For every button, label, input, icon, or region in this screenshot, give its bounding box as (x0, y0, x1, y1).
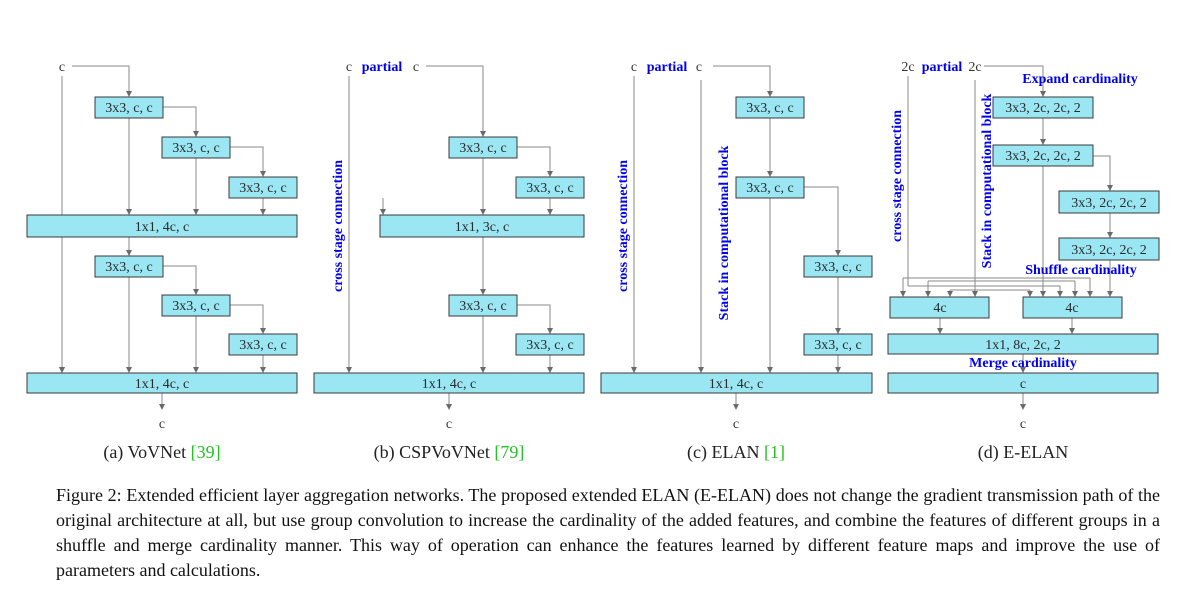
panel-a-block-3: 3x3, c, c (239, 181, 286, 196)
panel-b-input-left: c (346, 60, 352, 75)
panel-b-block-3: 3x3, c, c (459, 299, 506, 314)
panel-d-block-1: 3x3, 2c, 2c, 2 (1005, 101, 1080, 116)
panel-d-group-2: 4c (1065, 301, 1078, 316)
panel-b-transition-1: 1x1, 3c, c (455, 220, 509, 235)
panel-b-block-1: 3x3, c, c (459, 141, 506, 156)
panel-c-block-2: 3x3, c, c (746, 181, 793, 196)
panel-d-expand-label: Expand cardinality (1022, 72, 1138, 87)
panel-b-input-right: c (413, 60, 419, 75)
panel-c-block-4: 3x3, c, c (814, 338, 861, 353)
panel-c-elan: c partial c cross stage connection Stack… (600, 60, 873, 463)
panel-c-reference-link[interactable]: [1] (764, 442, 785, 462)
panel-b-cspvovnet: c partial c cross stage connection 3x3, … (313, 60, 585, 463)
panel-d-input-left: 2c (901, 60, 914, 75)
panel-d-cross-stage-label: cross stage connection (890, 110, 905, 242)
panel-b-reference-link[interactable]: [79] (494, 442, 524, 462)
panel-a-block-4: 3x3, c, c (105, 260, 152, 275)
panel-d-e-elan: 2c partial 2c Expand cardinality cross s… (887, 60, 1160, 463)
panel-d-transition-2: c (1020, 377, 1026, 392)
panel-c-input-right: c (696, 60, 702, 75)
panel-a-transition-2: 1x1, 4c, c (135, 377, 189, 392)
panel-d-transition-1: 1x1, 8c, 2c, 2 (985, 338, 1060, 353)
panel-a-input-label: c (59, 60, 65, 75)
panel-d-partial-label: partial (922, 60, 963, 75)
figure-caption: Figure 2: Extended efficient layer aggre… (56, 485, 1160, 580)
panel-a-transition-1: 1x1, 4c, c (135, 220, 189, 235)
panel-c-block-1: 3x3, c, c (746, 101, 793, 116)
panel-d-group-1: 4c (933, 301, 946, 316)
panel-b-output-label: c (446, 417, 452, 432)
panel-b-transition-2: 1x1, 4c, c (422, 377, 476, 392)
panel-b-title: (b) CSPVoVNet [79] (374, 442, 525, 463)
panel-a-title: (a) VoVNet [39] (103, 442, 220, 463)
panel-a-block-1: 3x3, c, c (105, 101, 152, 116)
panel-c-transition: 1x1, 4c, c (709, 377, 763, 392)
panel-a-vovnet: c 3x3, c, c 3x3, c, c 3x3, c, c 1x1, 4c,… (26, 60, 298, 463)
panel-c-title: (c) ELAN [1] (687, 442, 785, 463)
panel-b-partial-label: partial (362, 60, 403, 75)
panel-c-block-3: 3x3, c, c (814, 260, 861, 275)
panel-b-block-2: 3x3, c, c (526, 181, 573, 196)
panel-d-block-3: 3x3, 2c, 2c, 2 (1071, 196, 1146, 211)
panel-d-merge-label: Merge cardinality (969, 356, 1077, 371)
panel-a-block-5: 3x3, c, c (172, 299, 219, 314)
panel-a-block-2: 3x3, c, c (172, 141, 219, 156)
panel-d-input-right: 2c (968, 60, 981, 75)
panel-c-stack-label: Stack in computational block (717, 145, 732, 320)
panel-a-reference-link[interactable]: [39] (191, 442, 221, 462)
panel-d-title: (d) E-ELAN (978, 442, 1068, 463)
panel-d-block-4: 3x3, 2c, 2c, 2 (1071, 243, 1146, 258)
panel-d-output-label: c (1020, 417, 1026, 432)
panel-a-output-label: c (159, 417, 165, 432)
panel-c-partial-label: partial (647, 60, 688, 75)
elan-architecture-diagram: c 3x3, c, c 3x3, c, c 3x3, c, c 1x1, 4c,… (26, 60, 1160, 463)
panel-a-block-6: 3x3, c, c (239, 338, 286, 353)
panel-c-output-label: c (733, 417, 739, 432)
panel-b-block-4: 3x3, c, c (526, 338, 573, 353)
panel-d-stack-label: Stack in computational block (980, 93, 995, 268)
panel-c-cross-stage-label: cross stage connection (616, 160, 631, 292)
panel-d-block-2: 3x3, 2c, 2c, 2 (1005, 149, 1080, 164)
panel-b-cross-stage-label: cross stage connection (331, 160, 346, 292)
panel-d-shuffle-label: Shuffle cardinality (1025, 263, 1137, 278)
panel-c-input-left: c (631, 60, 637, 75)
